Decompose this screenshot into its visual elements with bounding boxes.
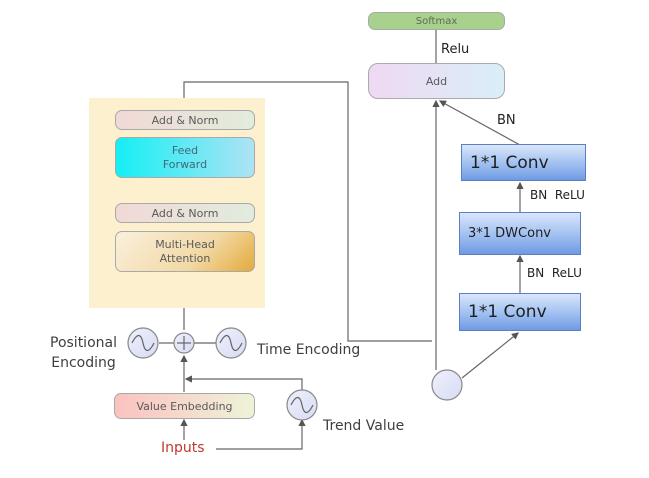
bn-label: BN [497,113,516,128]
add-norm-bottom: Add & Norm [115,203,255,223]
value-embedding: Value Embedding [114,393,255,419]
relu-label: Relu [441,42,470,57]
conv-1x1-bottom: 1*1 Conv [459,293,581,331]
multi-head-attention: Multi-Head Attention [115,231,255,272]
add-box: Add [368,63,505,99]
positional-encoding-label: Positional Encoding [50,335,117,371]
softmax-box: Softmax [368,12,505,30]
inputs-label: Inputs [161,440,205,456]
conv-1x1-top: 1*1 Conv [461,144,586,181]
add-norm-top: Add & Norm [115,110,255,130]
bn-relu-label-2: BN ReLU [527,266,582,280]
dwconv-3x1: 3*1 DWConv [459,212,581,255]
trend-value-label: Trend Value [323,418,405,434]
input-node-icon [431,369,463,401]
bn-relu-label-1: BN ReLU [530,188,585,202]
time-encoding-label: Time Encoding [257,342,361,358]
feed-forward: Feed Forward [115,137,255,178]
encoder-to-head-connector [183,81,432,342]
